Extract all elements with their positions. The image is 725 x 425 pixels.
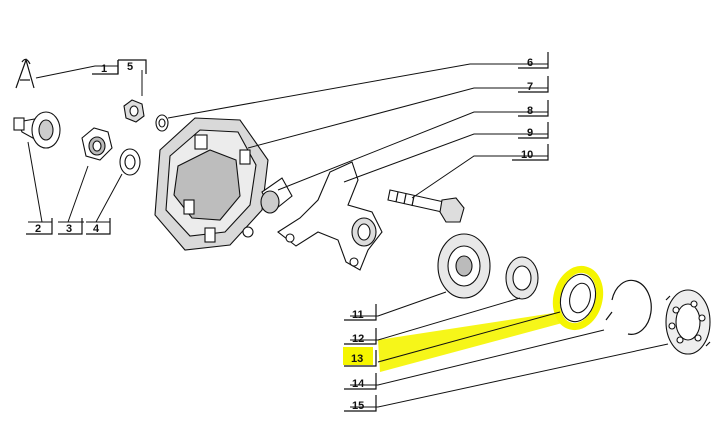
callout-7: 7	[518, 76, 549, 93]
callout-label-8: 8	[527, 105, 533, 117]
bracket-part	[277, 161, 383, 271]
callout-8: 8	[518, 100, 549, 117]
callout-label-12: 12	[352, 333, 364, 345]
bolt-part	[387, 189, 465, 223]
callout-label-2: 2	[35, 223, 41, 235]
callout-10: 10	[512, 144, 549, 161]
callout-label-14: 14	[352, 378, 365, 390]
leader-lines	[27, 63, 669, 408]
ring-part	[505, 256, 539, 300]
callout-label-10: 10	[521, 149, 533, 161]
callout-4: 4	[86, 218, 111, 235]
circlip-part	[605, 279, 652, 335]
nut-part	[81, 127, 113, 161]
highlight-part-13	[343, 265, 604, 372]
bushing-part	[260, 177, 293, 214]
callout-3: 3	[58, 218, 83, 235]
split-pin-part	[15, 58, 35, 89]
ball-bearing-part	[665, 289, 711, 355]
callout-15: 15	[344, 395, 377, 412]
callout-label-1: 1	[101, 63, 107, 75]
small-nut-part	[123, 99, 145, 123]
spacer-ring-part	[559, 273, 597, 323]
callout-6: 6	[518, 52, 549, 69]
callout-label-13: 13	[351, 353, 363, 365]
seal-part	[437, 233, 491, 299]
callout-label-6: 6	[527, 57, 533, 69]
callout-label-15: 15	[352, 400, 364, 412]
callout-label-5: 5	[127, 61, 133, 73]
callout-2: 2	[26, 218, 53, 235]
callout-label-11: 11	[352, 309, 364, 321]
callout-13: 13	[344, 350, 377, 367]
callout-9: 9	[518, 122, 549, 139]
callout-label-3: 3	[66, 223, 72, 235]
callout-12: 12	[344, 328, 377, 345]
callout-label-7: 7	[527, 81, 533, 93]
sleeve-part	[13, 111, 61, 149]
washer-part	[119, 148, 141, 176]
callout-11: 11	[344, 304, 377, 321]
flexible-coupling-part	[154, 117, 269, 251]
callout-label-9: 9	[527, 127, 533, 139]
callout-5: 5	[117, 59, 147, 74]
small-washer-part	[155, 114, 169, 132]
callout-1: 1	[92, 60, 119, 75]
callout-label-4: 4	[93, 223, 100, 235]
callout-14: 14	[344, 373, 377, 390]
